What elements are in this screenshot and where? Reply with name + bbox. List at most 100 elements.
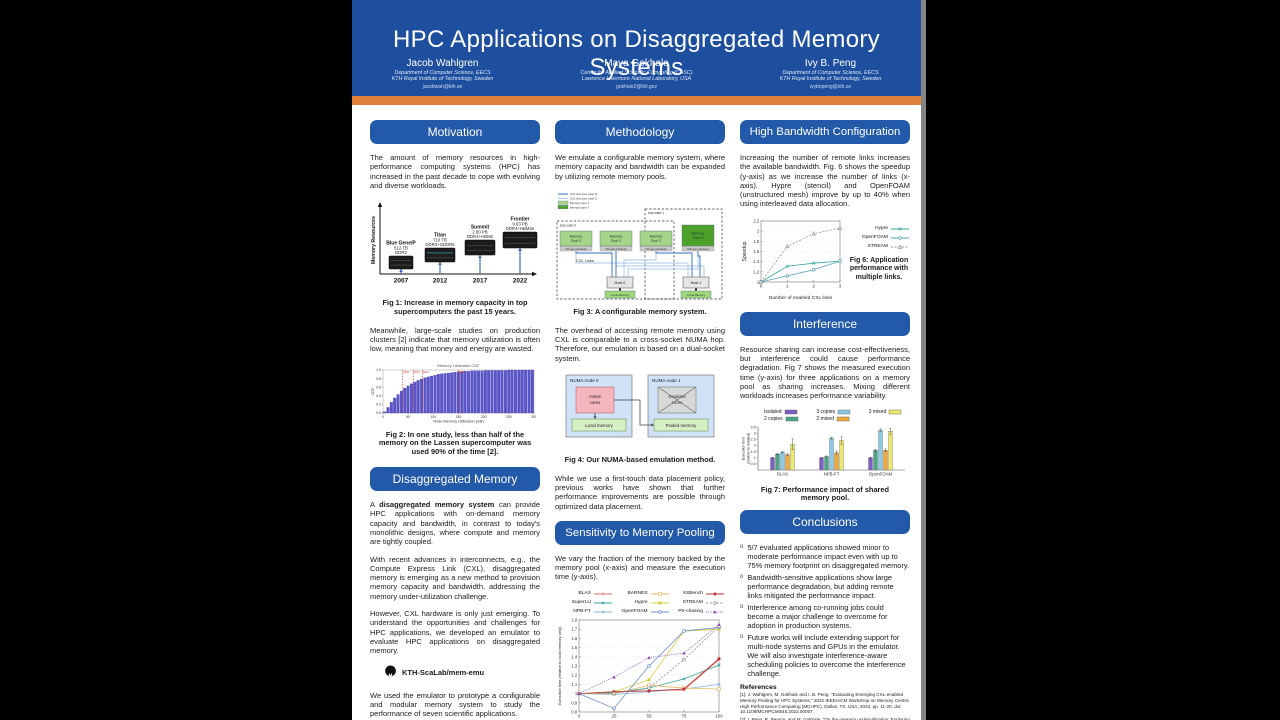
- affil-line-2: KTH Royal Institute of Technology, Swede…: [779, 76, 882, 83]
- author-2: Maya Gokhale Center for Applied Scientif…: [552, 58, 722, 90]
- svg-text:0: 0: [760, 283, 763, 288]
- svg-text:1.4: 1.4: [571, 654, 577, 659]
- legend-label: 2 copies: [764, 415, 783, 422]
- legend-sample: [650, 609, 669, 614]
- fig3-configurable-memory-diagram: CXL link (use case 0)CXL link (use case …: [555, 189, 725, 306]
- legend-sample: [650, 591, 669, 596]
- author-email: ivybopeng@kth.se: [809, 83, 852, 90]
- methodology-paragraph-3: While we use a first-touch data placemen…: [555, 473, 725, 511]
- svg-text:1.4: 1.4: [753, 259, 759, 264]
- svg-text:Pool 3: Pool 3: [693, 236, 703, 240]
- legend-entry: Isolated: [764, 409, 806, 415]
- legend-label: OpenFOAM: [621, 609, 648, 615]
- svg-text:Host 1: Host 1: [691, 281, 702, 285]
- svg-text:50: 50: [647, 713, 652, 718]
- conclusion-text: Future works will include extending supp…: [747, 633, 906, 679]
- conclusion-text: Bandwidth-sensitive applications show la…: [747, 573, 894, 601]
- svg-text:cores: cores: [590, 400, 602, 405]
- svg-text:Host 0: Host 0: [615, 281, 626, 285]
- legend-sample: [593, 610, 612, 614]
- svg-text:9.63 PB: 9.63 PB: [512, 222, 527, 227]
- svg-text:2.5: 2.5: [751, 437, 756, 441]
- author-email: jacobwah@kth.se: [422, 83, 463, 90]
- research-poster: HPC Applications on Disaggregated Memory…: [352, 0, 926, 720]
- legend-sample: [706, 600, 724, 605]
- legend-sample: [593, 591, 612, 596]
- legend-sample: [593, 601, 612, 605]
- author-name: Jacob Wahlgren: [406, 58, 479, 69]
- legend-sample: [706, 592, 724, 596]
- svg-text:Pool 0: Pool 0: [571, 239, 581, 243]
- bullet-marker: o: [740, 574, 744, 581]
- motivation-paragraph-1: The amount of memory resources in high-p…: [370, 153, 540, 190]
- legend-swatch: [784, 409, 797, 414]
- svg-text:1.2: 1.2: [571, 672, 577, 677]
- column-motivation: Motivation The amount of memory resource…: [370, 120, 540, 720]
- svg-text:1.6: 1.6: [753, 249, 759, 254]
- svg-text:75: 75: [682, 713, 687, 718]
- svg-text:3.5: 3.5: [751, 425, 756, 429]
- legend-entry: Hypre: [619, 599, 670, 607]
- svg-text:2007: 2007: [394, 278, 409, 285]
- legend-entry: SuperLU: [569, 599, 613, 607]
- svg-text:Local Memory: Local Memory: [611, 293, 630, 297]
- svg-text:512 TB: 512 TB: [394, 246, 408, 251]
- legend-label: STREAM: [867, 244, 888, 250]
- github-icon: [384, 664, 397, 682]
- svg-text:Local memory: Local memory: [585, 423, 613, 428]
- svg-text:1.1: 1.1: [571, 682, 577, 687]
- svg-text:0.5: 0.5: [751, 462, 756, 466]
- svg-text:250: 250: [506, 415, 512, 419]
- svg-text:90%: 90%: [459, 370, 465, 374]
- svg-text:Use case 1: Use case 1: [648, 211, 664, 215]
- accent-stripe: [352, 96, 921, 105]
- svg-text:BLAS: BLAS: [777, 471, 788, 476]
- disaggregated-paragraph-1: A disaggregated memory system can provid…: [370, 500, 540, 546]
- legend-label: Ptr-chasing: [678, 609, 703, 615]
- legend-entry: 3 copies: [816, 409, 858, 415]
- svg-text:1: 1: [757, 279, 760, 284]
- fig1-caption: Fig 1: Increase in memory capacity in to…: [382, 298, 528, 316]
- section-header-interference: Interference: [740, 311, 910, 336]
- svg-text:Memory Resources: Memory Resources: [371, 216, 377, 264]
- github-repo-row: KTH-ScaLab/mem-emu: [384, 664, 540, 682]
- section-header-disaggregated-memory: Disaggregated Memory: [370, 467, 540, 492]
- legend-entry: STREAM: [868, 243, 910, 251]
- legend-entry: 2 copies: [764, 416, 806, 422]
- disaggregated-paragraph-2: With recent advances in interconnects, e…: [370, 554, 540, 601]
- svg-text:Pooled memory: Pooled memory: [666, 423, 698, 428]
- legend-entry: OpenFOAM: [619, 608, 670, 616]
- svg-text:1.2: 1.2: [753, 269, 759, 274]
- svg-text:DDR4+HBM2e: DDR4+HBM2e: [506, 226, 535, 231]
- svg-text:DDR3+GDDR5: DDR3+GDDR5: [425, 242, 455, 247]
- legend-sample: [891, 244, 909, 249]
- affil-line-2: KTH Royal Institute of Technology, Swede…: [391, 76, 494, 83]
- legend-entry: NPB-FT: [569, 608, 613, 616]
- svg-text:CDF: CDF: [371, 387, 375, 395]
- svg-text:Execution time: Execution time: [742, 436, 746, 460]
- legend-entry: Hypre: [875, 225, 910, 233]
- svg-text:2022: 2022: [513, 278, 528, 285]
- svg-text:25%: 25%: [403, 370, 409, 374]
- affil-line-1: Department of Computer Science, EECS: [394, 70, 491, 76]
- svg-text:Memory type 3: Memory type 3: [570, 205, 590, 209]
- svg-text:Use case 0: Use case 0: [560, 223, 576, 227]
- fig4-caption: Fig 4: Our NUMA-based emulation method.: [564, 454, 716, 464]
- svg-text:2012: 2012: [433, 278, 448, 285]
- svg-text:300: 300: [531, 415, 536, 419]
- legend-label: 2 mixed: [816, 415, 834, 422]
- svg-text:Pool 1: Pool 1: [611, 239, 621, 243]
- affil-line-1: Center for Applied Scientific Computing …: [580, 70, 693, 76]
- svg-text:NUMA node 1: NUMA node 1: [652, 378, 681, 383]
- svg-text:1.0: 1.0: [376, 368, 381, 372]
- bullet-marker: o: [740, 634, 744, 641]
- section-header-motivation: Motivation: [370, 120, 540, 144]
